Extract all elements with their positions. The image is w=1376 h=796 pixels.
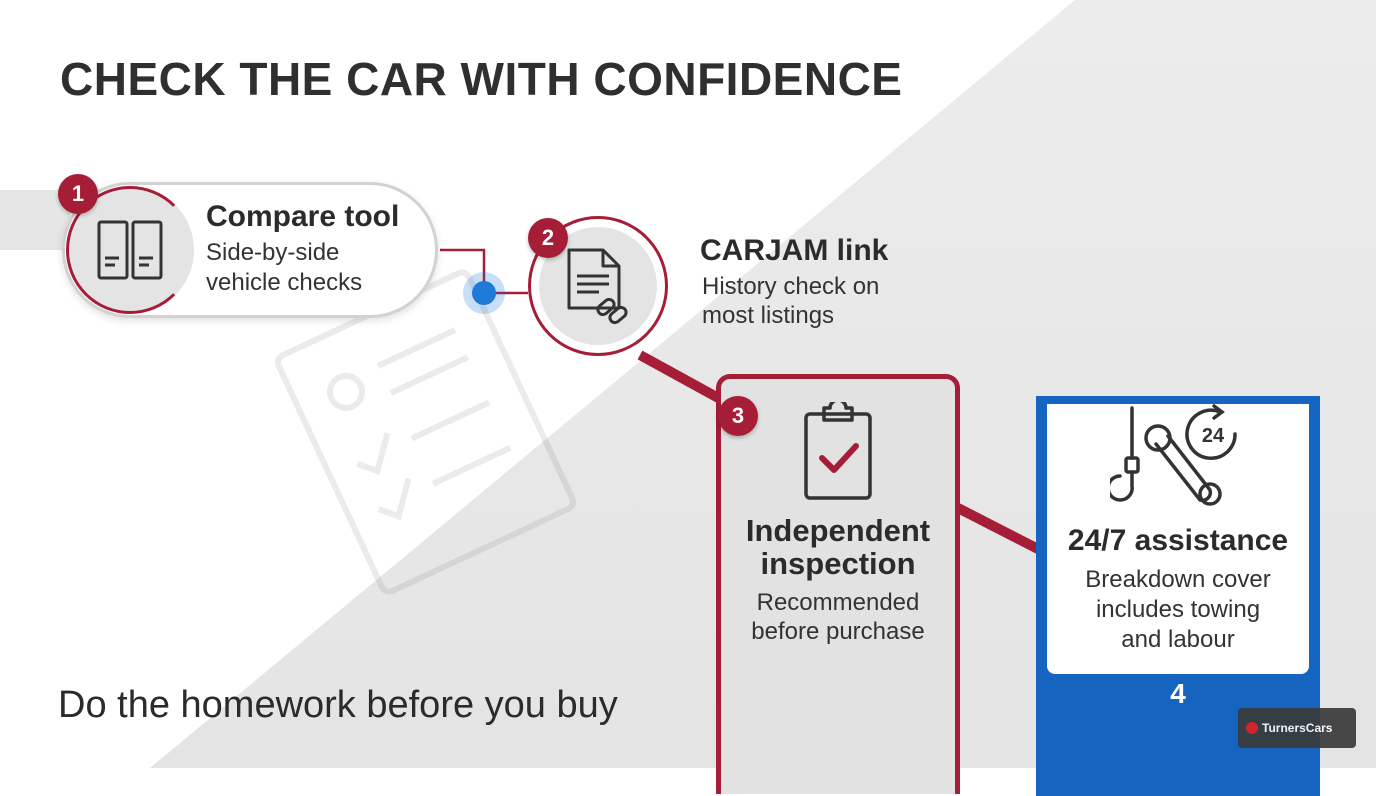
step-4-description: Breakdown cover includes towing and labo…: [1047, 565, 1309, 655]
compare-panels-icon: [97, 220, 163, 280]
brand-logo-text: TurnersCars: [1262, 721, 1333, 735]
step-3-number-badge: 3: [718, 396, 758, 436]
step-3-line-2: before purchase: [751, 618, 925, 645]
step-1-line-1: Side-by-side: [206, 239, 340, 266]
step-2-title: CARJAM link: [700, 234, 889, 267]
step-3-panel: [716, 374, 960, 794]
step-3-title: Independent inspection: [724, 514, 952, 580]
step-3-title-line-1: Independent: [745, 513, 931, 548]
step-3-title-line-2: inspection: [760, 546, 916, 581]
step-2-line-2: most listings: [702, 302, 835, 329]
step-4-line-1: Breakdown cover: [1085, 566, 1271, 593]
step-1-description: Side-by-side vehicle checks: [206, 238, 362, 298]
step-2-description: History check on most listings: [702, 272, 879, 330]
svg-text:24: 24: [1202, 425, 1225, 447]
tow-hook-wrench-24-icon: 24: [1110, 404, 1237, 506]
step-3-description: Recommended before purchase: [724, 588, 952, 646]
watermark-document-icon: [274, 269, 576, 595]
step-3-line-1: Recommended: [756, 589, 920, 616]
connector-lines: [440, 248, 1043, 555]
step-4-number: 4: [1170, 678, 1186, 709]
clipboard-check-icon: [804, 402, 872, 500]
step-2-line-1: History check on: [702, 273, 880, 300]
step-4-line-3: and labour: [1121, 626, 1235, 653]
step-1-title: Compare tool: [206, 200, 400, 233]
step-2-number-badge: 2: [528, 218, 568, 258]
brand-logo-icon: [1246, 722, 1258, 734]
tagline: Do the homework before you buy: [58, 684, 618, 726]
step-1-number-badge: 1: [58, 174, 98, 214]
connector-node: [472, 281, 496, 305]
step-1-line-2: vehicle checks: [206, 269, 363, 296]
page-title: CHECK THE CAR WITH CONFIDENCE: [60, 53, 903, 105]
step-4-line-2: includes towing: [1095, 596, 1261, 623]
step-4-title: 24/7 assistance: [1067, 524, 1289, 557]
brand-logo: TurnersCars: [1238, 708, 1356, 748]
document-link-icon: [567, 248, 628, 325]
